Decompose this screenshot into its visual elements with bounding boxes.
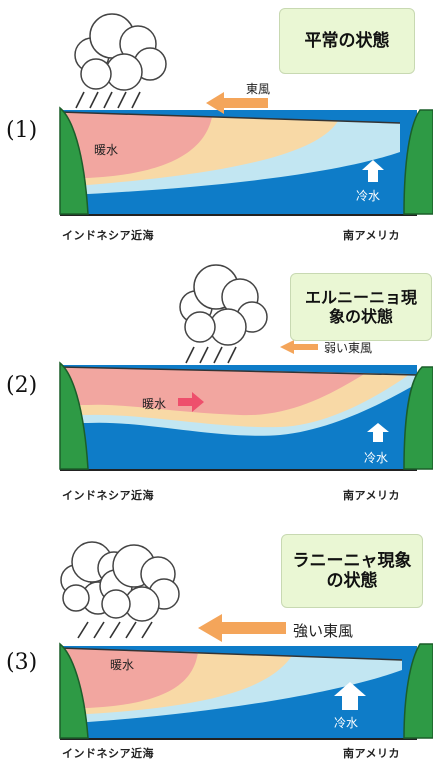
cloud-icon [74, 13, 167, 91]
wind-label: 強い東風 [293, 622, 354, 640]
wind-arrow [198, 614, 286, 642]
wind-arrow [206, 92, 268, 114]
west-landmass [59, 106, 89, 215]
east-location-label: 南アメリカ [343, 489, 400, 502]
west-location-label: インドネシア近海 [62, 229, 154, 242]
wind-arrow [280, 340, 318, 354]
east-location-label: 南アメリカ [343, 229, 400, 242]
east-location-label: 南アメリカ [343, 747, 400, 760]
upwelling-arrow [334, 682, 366, 710]
warm-water-pool [60, 367, 366, 416]
cloud-icon [179, 264, 268, 346]
state-label: ラニーニャ現象の状態 [292, 550, 412, 591]
west-location-label: インドネシア近海 [62, 489, 154, 502]
east-landmass [403, 366, 433, 470]
cold-water-label: 冷水 [364, 451, 389, 465]
diagram-el-nino [59, 264, 433, 471]
warm-water-pool [60, 648, 198, 708]
rain-icon [77, 621, 153, 639]
sea-floor [60, 214, 417, 216]
panel-number: (3) [6, 650, 38, 675]
upwelling-arrow [367, 423, 389, 442]
panel-normal: 平常の状態 (1) 東風 暖水 冷水 インドネシア近海 南アメリカ [0, 0, 433, 250]
rain-icon [75, 91, 141, 109]
state-label-box: 平常の状態 [279, 8, 415, 74]
warm-water-arrow [178, 392, 204, 412]
diagram-la-nina [59, 541, 433, 740]
sea-surface [59, 366, 419, 376]
warm-water-pool [60, 112, 212, 178]
rain-icon [185, 346, 237, 364]
sea-surface [59, 111, 401, 124]
warm-water-label: 暖水 [142, 397, 167, 411]
diagram-normal [59, 13, 433, 216]
upwelling-arrow [362, 160, 384, 182]
wind-label: 東風 [246, 82, 271, 96]
west-landmass [59, 642, 89, 739]
state-label-box: ラニーニャ現象の状態 [281, 534, 423, 608]
cloud-icon [99, 544, 180, 622]
sea-floor [60, 738, 417, 740]
cold-water-label: 冷水 [356, 189, 381, 203]
sea-surface [59, 647, 403, 661]
panel-number: (2) [6, 373, 38, 398]
cold-water-label: 冷水 [334, 716, 359, 730]
panel-el-nino: エルニーニョ現象の状態 (2) 弱い東風 暖水 冷水 インドネシア近海 南アメリ… [0, 255, 433, 505]
wind-label: 弱い東風 [324, 341, 373, 355]
state-label-box: エルニーニョ現象の状態 [290, 273, 432, 341]
west-location-label: インドネシア近海 [62, 747, 154, 760]
west-landmass [59, 361, 89, 470]
sea-floor [60, 469, 417, 471]
state-label: 平常の状態 [304, 30, 390, 51]
panel-la-nina: ラニーニャ現象の状態 (3) 強い東風 暖水 冷水 インドネシア近海 南アメリカ [0, 510, 433, 764]
east-landmass [403, 109, 433, 215]
panel-number: (1) [6, 118, 38, 143]
warm-water-label: 暖水 [110, 658, 135, 672]
east-landmass [403, 643, 433, 739]
warm-water-label: 暖水 [94, 143, 119, 157]
state-label: エルニーニョ現象の状態 [304, 287, 417, 326]
